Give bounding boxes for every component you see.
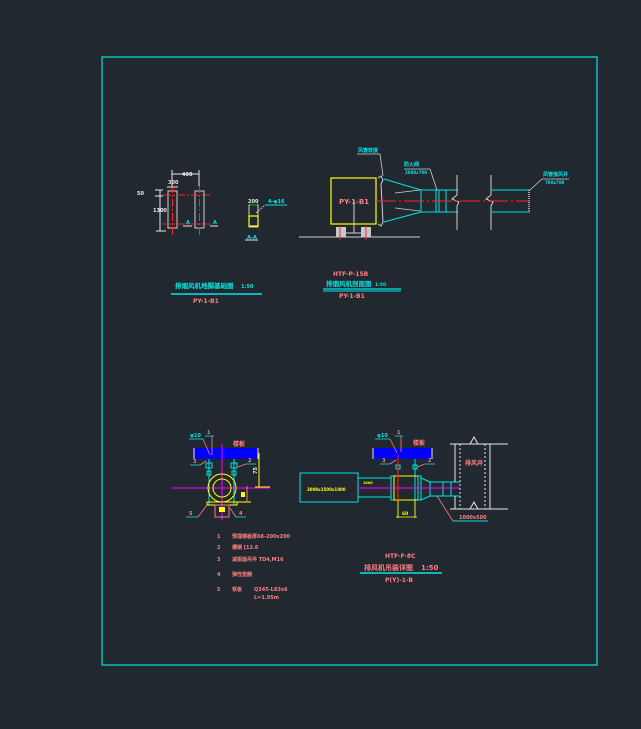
label-4-a: 4 <box>239 511 243 517</box>
drawing-frame <box>101 56 598 666</box>
label-wall: 排风井 <box>465 459 483 467</box>
section-aa: 200 4-φ16 A-A <box>245 199 287 241</box>
conn-text: 1000 <box>363 481 373 485</box>
label-damper-size: 2000x700 <box>405 170 427 175</box>
section-marker-a-right: A <box>213 220 217 226</box>
legend-extra2-5: L=1.95m <box>254 595 279 601</box>
dim-width: 300 <box>168 180 179 186</box>
code-foundation: PY-1-B1 <box>193 298 219 305</box>
dim-top: 400 <box>182 172 193 178</box>
label-damper: 防火阀 <box>404 161 419 168</box>
dim-small: 200 <box>248 199 259 205</box>
anchor-label: 4-φ16 <box>268 199 285 205</box>
legend-text-2: 槽钢 [12.6 <box>232 544 259 551</box>
legend-text-1: 预埋钢板厚δ8-200x200 <box>232 533 291 540</box>
label-rod-2: φ10 <box>377 433 388 439</box>
legend-num-1: 1 <box>217 534 221 540</box>
beam-slab <box>194 448 258 459</box>
legend-num-2: 2 <box>217 545 221 551</box>
duct-size: 1000x500 <box>459 515 487 521</box>
label-1-a: 1 <box>207 430 211 436</box>
title-foundation: 排烟风机地脚基础图 <box>175 281 234 290</box>
fan-body-text: 3000x1500x1000 <box>307 487 346 492</box>
model-hanging: HTF-F-8C <box>385 553 416 560</box>
title-block-1: 排烟风机地脚基础图 1:50 PY-1-B1 <box>171 281 262 305</box>
hanger-side-view: 楼板 75 φ10 1 3 2 5 <box>172 430 270 520</box>
label-2-b: 2 <box>428 458 432 464</box>
anchor-bolt-box <box>248 215 259 227</box>
title-hanging: 排风机吊装详图 <box>364 563 413 572</box>
label-1-b: 1 <box>397 430 401 436</box>
label-5-a: 5 <box>189 511 193 517</box>
legend-num-3: 3 <box>217 557 221 563</box>
label-3-a: 3 <box>193 459 197 465</box>
scale-foundation: 1:50 <box>241 284 254 290</box>
label-outlet-size: 700x700 <box>545 180 564 185</box>
legend-text-4: 弹性垫圈 <box>232 571 252 578</box>
scale-hanging: 1:50 <box>421 564 439 572</box>
dim-h-label: 75 <box>253 467 259 474</box>
dim-bottom: 60 <box>402 511 408 517</box>
dim-left: 50 <box>137 191 144 197</box>
label-outlet: 风管接风井 <box>543 171 568 178</box>
legend-extra-5: Q345-L63x6 <box>254 587 288 593</box>
label-rod-1: φ10 <box>190 433 201 439</box>
legend-text-3: 减振器吊件 TD4,M16 <box>232 556 284 563</box>
foundation-plan: 400 300 50 1300 A A <box>137 170 218 235</box>
legend-num-5: 5 <box>217 587 221 593</box>
label-beam-1: 楼板 <box>233 440 246 448</box>
legend-num-4: 4 <box>217 572 221 578</box>
dim-height: 1300 <box>153 208 167 214</box>
code-fan-section: PY-1-B1 <box>339 293 365 300</box>
label-flex: 风管软接 <box>358 147 378 154</box>
legend-list: 1 预埋钢板厚δ8-200x200 2 槽钢 [12.6 3 减振器吊件 TD4… <box>217 533 291 601</box>
fan-section: PY-1-B1 风管软接 防火阀 2000x7 <box>299 147 569 240</box>
section-marker-a-left: A <box>186 220 190 226</box>
label-2-a: 2 <box>248 458 252 464</box>
beam-slab-2 <box>373 448 432 459</box>
code-hanging: P(Y)-1-B <box>385 577 413 584</box>
hanging-detail: 楼板 3000x1500x1000 1000 60 <box>299 430 508 522</box>
model-fan-section: HTF-P-15B <box>333 271 369 278</box>
scale-fan-section: 1:50 <box>375 282 386 288</box>
legend-text-5: 铁板 <box>232 586 243 593</box>
section-label-aa: A-A <box>247 235 257 241</box>
label-beam-2: 楼板 <box>413 439 426 447</box>
title-block-4: HTF-F-8C 排风机吊装详图 1:50 P(Y)-1-B <box>360 553 442 584</box>
label-3-b: 3 <box>382 458 386 464</box>
title-fan-section: 排烟风机剖面图 <box>326 279 372 288</box>
title-block-2: HTF-P-15B 排烟风机剖面图 1:50 PY-1-B1 <box>323 271 401 300</box>
